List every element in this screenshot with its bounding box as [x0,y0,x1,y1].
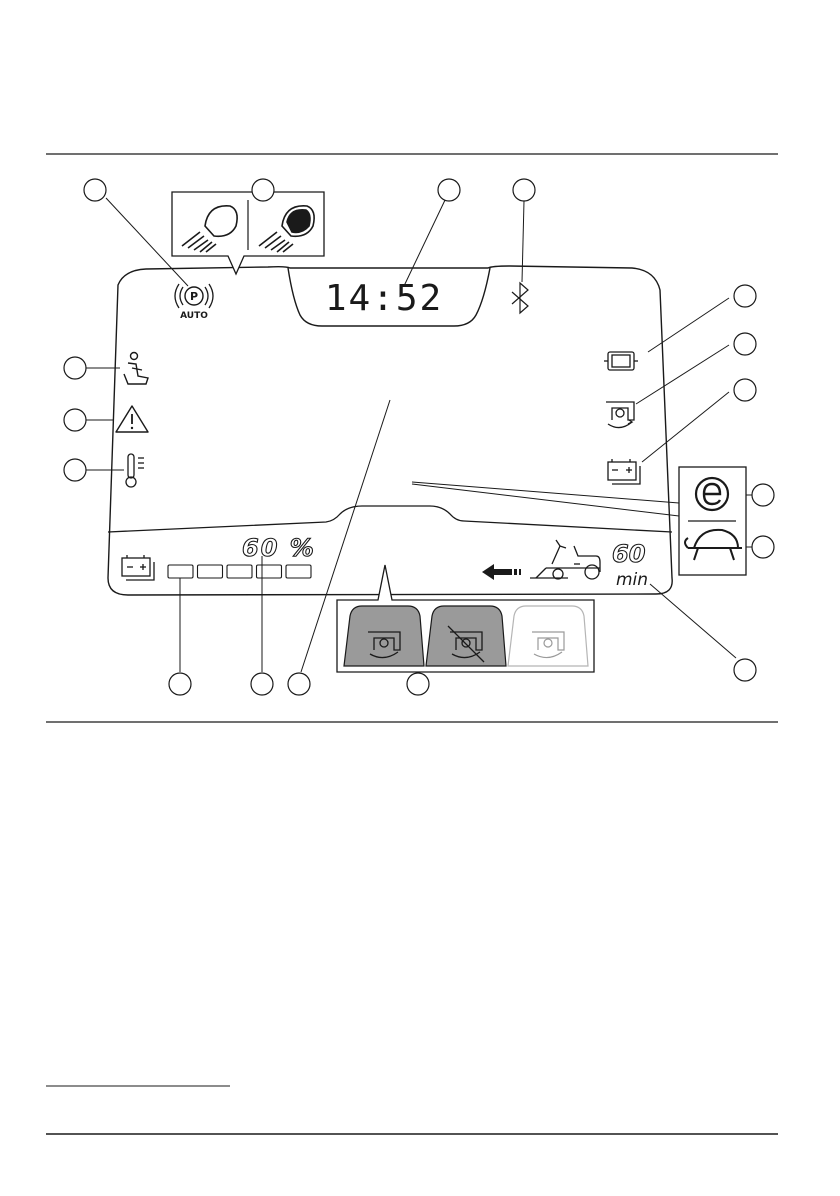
battery-segment [257,565,282,578]
headlight-callout [172,192,324,274]
blade-engage-button [344,606,424,666]
parking-brake-auto-label: AUTO [180,311,208,321]
battery-segment [198,565,223,578]
callout-marker [734,379,756,401]
remaining-time-value: 60 [612,540,645,568]
battery-segment [168,565,193,578]
callout-marker [251,673,273,695]
callout-marker [64,409,86,431]
callout-marker [734,333,756,355]
bluetooth-icon [512,283,528,313]
operator-seat-icon [124,353,148,385]
callout-marker [513,179,535,201]
drive-mode-box [679,467,746,575]
battery-level-bar [168,565,311,578]
callout-marker [64,459,86,481]
blade-inactive-button [508,606,588,666]
callout-marker [734,285,756,307]
bottom-band [108,506,672,532]
callout-marker [169,673,191,695]
callout-marker [64,357,86,379]
callout-marker [752,536,774,558]
clock-text: 14:52 [325,278,443,319]
battery-segment [286,565,311,578]
callout-marker [752,484,774,506]
mower-icon [530,540,600,579]
battery-percent-text: 60 % [242,534,316,562]
blade-disengage-button [426,606,506,666]
callout-marker [734,659,756,681]
battery-status-icon [122,555,154,580]
blade-buttons-callout [337,565,594,672]
callout-marker [288,673,310,695]
callout-marker [84,179,106,201]
callout-marker [407,673,429,695]
blade-drive-icon [606,402,634,428]
reverse-arrow-icon [482,564,521,580]
callout-marker [438,179,460,201]
thermometer-icon [126,454,144,487]
battery-pack-icon [608,459,640,484]
parking-brake-letter: P [190,290,198,303]
battery-cell-icon [604,352,638,370]
parking-brake-auto-icon: P AUTO [175,284,213,321]
remaining-time-unit: min [616,570,648,590]
callout-marker [252,179,274,201]
battery-segment [227,565,252,578]
warning-triangle-icon [116,406,148,432]
